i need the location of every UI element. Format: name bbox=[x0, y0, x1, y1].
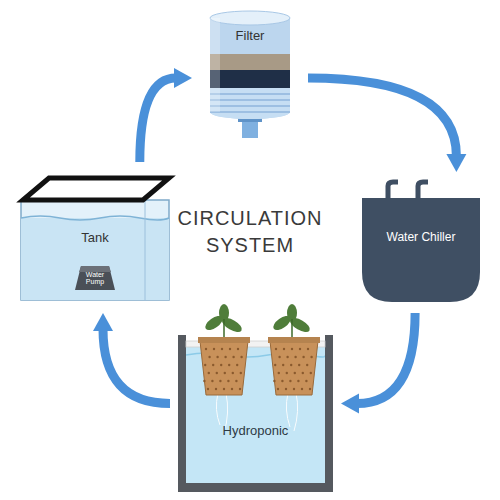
hydroponic-node: Hydroponic bbox=[178, 315, 333, 492]
flow-arrow bbox=[93, 313, 170, 404]
arrow-head bbox=[174, 68, 192, 88]
filter-node: Filter bbox=[200, 8, 300, 148]
diagram-title: CIRCULATION SYSTEM bbox=[150, 205, 350, 259]
flow-arrow bbox=[308, 78, 466, 172]
arrow-shaft bbox=[103, 329, 170, 404]
node-label: Tank bbox=[15, 230, 175, 246]
hydroponic-illustration bbox=[178, 315, 333, 492]
tank-node: TankWater Pump bbox=[15, 170, 175, 305]
node-label: Filter bbox=[200, 28, 300, 44]
arrow-shaft bbox=[308, 78, 456, 156]
pump-node: Water Pump bbox=[75, 264, 115, 290]
node-label: Water Chiller bbox=[362, 230, 480, 244]
flow-arrow bbox=[341, 313, 415, 414]
arrow-head bbox=[341, 394, 359, 414]
arrow-head bbox=[446, 154, 466, 172]
node-label: Water Pump bbox=[75, 271, 115, 285]
chiller-node: Water Chiller bbox=[362, 180, 480, 305]
node-label: Hydroponic bbox=[178, 423, 333, 439]
flow-arrow bbox=[140, 68, 192, 162]
arrow-shaft bbox=[140, 78, 176, 162]
arrow-head bbox=[93, 313, 113, 331]
arrow-shaft bbox=[357, 313, 415, 404]
